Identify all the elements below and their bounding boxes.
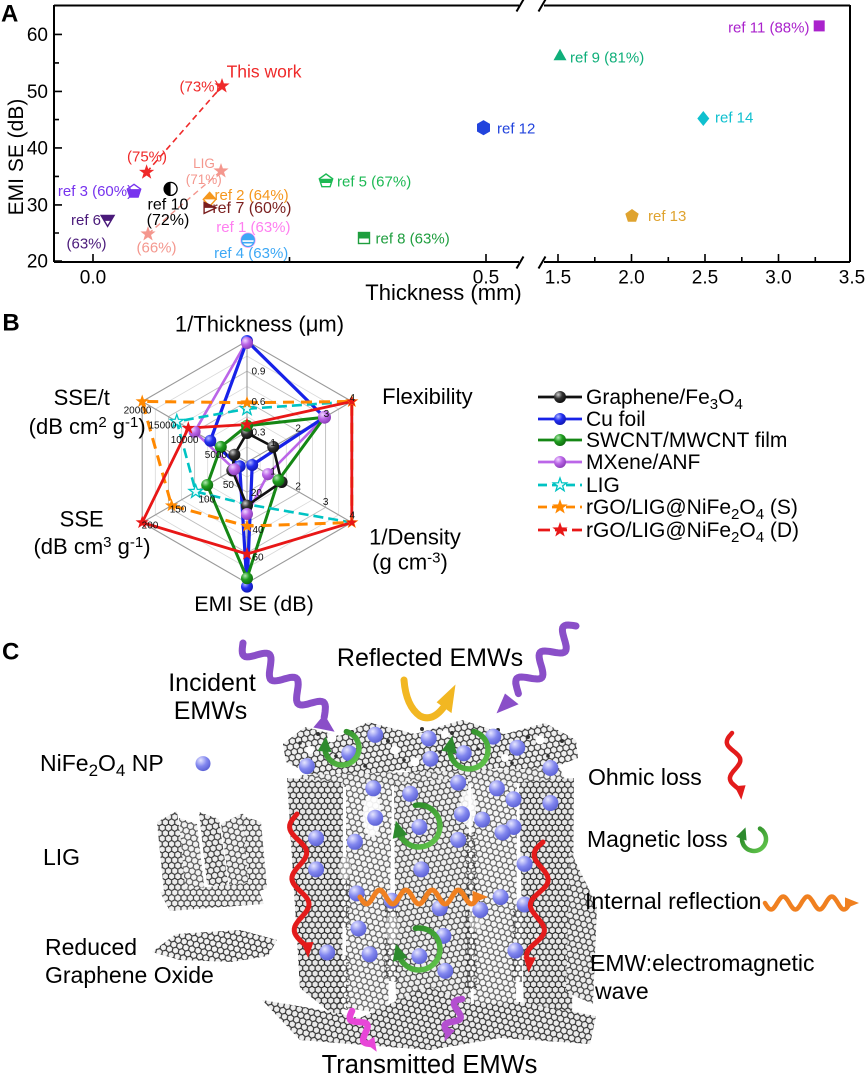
- svg-text:3: 3: [323, 497, 329, 508]
- svg-text:Graphene Oxide: Graphene Oxide: [45, 962, 214, 988]
- svg-text:EMWs: EMWs: [174, 697, 248, 725]
- svg-text:ref 6: ref 6: [71, 212, 101, 229]
- svg-text:NiFe2O4 NP: NiFe2O4 NP: [40, 750, 164, 780]
- svg-text:10000: 10000: [171, 435, 199, 446]
- svg-text:Magnetic loss: Magnetic loss: [587, 826, 728, 852]
- svg-text:B: B: [2, 310, 19, 337]
- svg-text:SWCNT/MWCNT film: SWCNT/MWCNT film: [586, 429, 787, 452]
- svg-text:20: 20: [251, 488, 263, 499]
- svg-text:0.3: 0.3: [252, 428, 266, 439]
- svg-text:3: 3: [324, 409, 330, 420]
- svg-text:60: 60: [27, 25, 48, 46]
- svg-text:200: 200: [142, 521, 159, 532]
- svg-text:LIG: LIG: [43, 844, 80, 870]
- svg-text:1: 1: [270, 438, 276, 449]
- svg-text:Reduced: Reduced: [45, 934, 137, 960]
- svg-text:LIG: LIG: [586, 474, 620, 497]
- svg-text:ref 3 (60%): ref 3 (60%): [58, 183, 132, 200]
- svg-text:ref 7 (60%): ref 7 (60%): [212, 200, 291, 217]
- svg-text:(71%): (71%): [186, 172, 222, 187]
- svg-text:(75%): (75%): [127, 149, 167, 166]
- svg-text:ref 10: ref 10: [148, 197, 189, 214]
- svg-text:2.5: 2.5: [692, 268, 718, 289]
- svg-text:2.0: 2.0: [618, 268, 644, 289]
- svg-text:(66%): (66%): [136, 240, 176, 257]
- svg-text:3.5: 3.5: [839, 268, 865, 289]
- svg-text:4: 4: [350, 511, 356, 522]
- svg-text:ref 8 (63%): ref 8 (63%): [376, 231, 450, 248]
- svg-text:EMI SE (dB): EMI SE (dB): [194, 592, 313, 616]
- svg-text:This work: This work: [227, 62, 302, 82]
- svg-text:C: C: [2, 639, 19, 666]
- svg-text:40: 40: [252, 525, 264, 536]
- svg-text:0.9: 0.9: [252, 367, 266, 378]
- svg-text:MXene/ANF: MXene/ANF: [586, 451, 700, 474]
- svg-text:2: 2: [295, 482, 301, 493]
- svg-text:ref 5 (67%): ref 5 (67%): [337, 174, 411, 191]
- svg-text:(g cm-3): (g cm-3): [372, 550, 448, 575]
- svg-text:(dB cm2 g-1): (dB cm2 g-1): [29, 414, 146, 439]
- svg-text:ref 12: ref 12: [497, 121, 535, 138]
- svg-text:ref 2 (64%): ref 2 (64%): [214, 187, 288, 204]
- svg-text:EMW:electromagnetic: EMW:electromagnetic: [590, 950, 815, 976]
- svg-text:ref 4 (63%): ref 4 (63%): [214, 245, 288, 262]
- svg-text:40: 40: [27, 139, 48, 160]
- svg-text:0.5: 0.5: [473, 268, 499, 289]
- svg-text:(dB cm3 g-1): (dB cm3 g-1): [33, 534, 150, 559]
- svg-text:EMI SE (dB): EMI SE (dB): [5, 99, 28, 216]
- svg-text:1/Thickness (μm): 1/Thickness (μm): [175, 312, 344, 337]
- svg-text:30: 30: [27, 196, 48, 217]
- svg-text:1.5: 1.5: [545, 268, 571, 289]
- svg-text:(73%): (73%): [179, 78, 219, 95]
- svg-text:(63%): (63%): [66, 236, 106, 253]
- svg-text:2: 2: [295, 424, 301, 435]
- svg-text:SSE: SSE: [60, 507, 104, 532]
- svg-text:ref 13: ref 13: [648, 208, 686, 225]
- svg-text:1: 1: [270, 467, 276, 478]
- svg-text:Thickness (mm): Thickness (mm): [365, 280, 521, 305]
- svg-text:100: 100: [198, 495, 215, 506]
- svg-text:3.0: 3.0: [765, 268, 791, 289]
- svg-text:ref 1 (63%): ref 1 (63%): [216, 219, 290, 236]
- svg-text:20: 20: [27, 252, 48, 273]
- svg-text:Transmitted EMWs: Transmitted EMWs: [322, 1051, 538, 1079]
- svg-text:5000: 5000: [205, 450, 228, 461]
- svg-text:150: 150: [170, 505, 187, 516]
- svg-text:4: 4: [350, 393, 356, 404]
- svg-text:50: 50: [223, 480, 235, 491]
- svg-text:Reflected EMWs: Reflected EMWs: [337, 644, 523, 672]
- svg-text:20000: 20000: [124, 405, 152, 416]
- svg-text:50: 50: [27, 82, 48, 103]
- svg-text:Cu foil: Cu foil: [586, 408, 646, 431]
- svg-text:rGO/LIG@NiFe2O4 (D): rGO/LIG@NiFe2O4 (D): [586, 519, 799, 546]
- svg-text:Incident: Incident: [168, 669, 256, 697]
- svg-text:ref 14: ref 14: [715, 110, 753, 127]
- svg-text:1/Density: 1/Density: [369, 525, 461, 550]
- svg-text:Ohmic loss: Ohmic loss: [588, 764, 702, 790]
- svg-text:A: A: [1, 1, 18, 28]
- svg-text:60: 60: [252, 552, 264, 563]
- svg-text:Flexibility: Flexibility: [382, 384, 472, 409]
- svg-text:wave: wave: [594, 978, 649, 1004]
- svg-text:ref 9 (81%): ref 9 (81%): [570, 49, 644, 66]
- svg-text:SSE/t: SSE/t: [54, 385, 110, 410]
- svg-text:Internal reflection: Internal reflection: [585, 888, 761, 914]
- svg-text:ref 11 (88%): ref 11 (88%): [728, 20, 809, 37]
- svg-text:0.0: 0.0: [80, 268, 106, 289]
- svg-text:0.6: 0.6: [252, 397, 266, 408]
- svg-text:LIG: LIG: [193, 156, 215, 171]
- svg-text:15000: 15000: [148, 421, 176, 432]
- svg-text:(72%): (72%): [147, 212, 190, 229]
